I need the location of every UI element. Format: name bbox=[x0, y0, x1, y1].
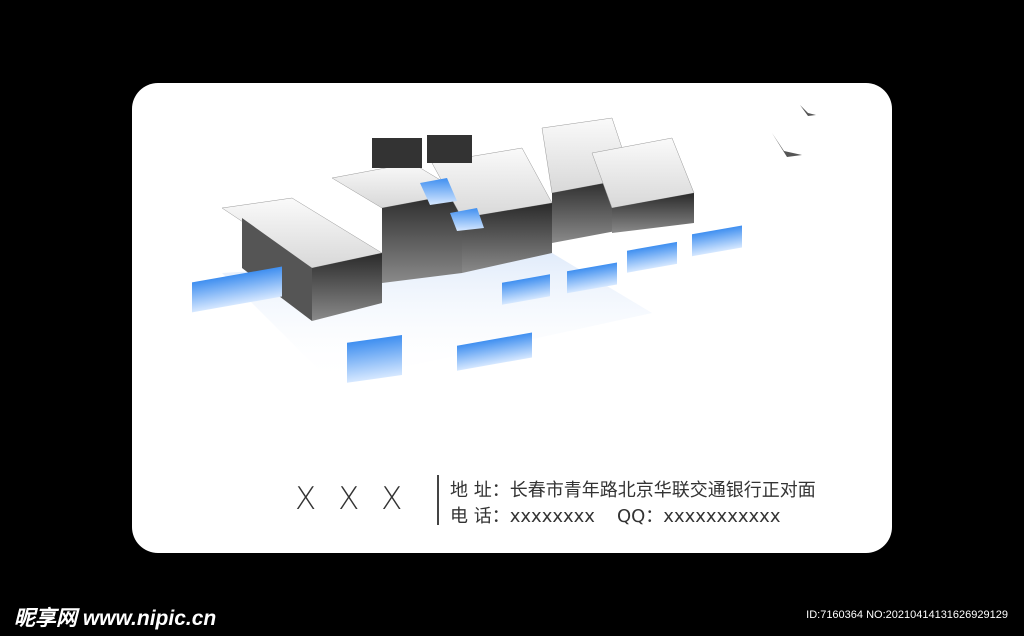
birds bbox=[772, 105, 816, 157]
phone-value: xxxxxxxx bbox=[509, 506, 595, 527]
qq-label: QQ： bbox=[616, 506, 664, 527]
address-value: 长春市青年路北京华联交通银行正对面 bbox=[509, 480, 816, 501]
person-name: X X X bbox=[295, 481, 409, 517]
watermark-logo: 昵享网 www.nipic.cn bbox=[14, 607, 217, 630]
qq-value: xxxxxxxxxxx bbox=[663, 506, 781, 527]
divider bbox=[437, 475, 439, 525]
address-line: 地 址：长春市青年路北京华联交通银行正对面 bbox=[450, 476, 816, 502]
contact-line: 电 话：xxxxxxxx QQ：xxxxxxxxxxx bbox=[450, 502, 780, 528]
business-card: X X X 地 址：长春市青年路北京华联交通银行正对面 电 话：xxxxxxxx… bbox=[132, 83, 892, 553]
phone-label: 电 话： bbox=[450, 506, 510, 527]
address-label: 地 址： bbox=[450, 480, 510, 501]
blue-3d-subtext bbox=[192, 225, 742, 383]
watermark-id: ID:7160364 NO:20210414131626929129 bbox=[806, 609, 1008, 621]
3d-lettering-artwork bbox=[192, 105, 816, 383]
